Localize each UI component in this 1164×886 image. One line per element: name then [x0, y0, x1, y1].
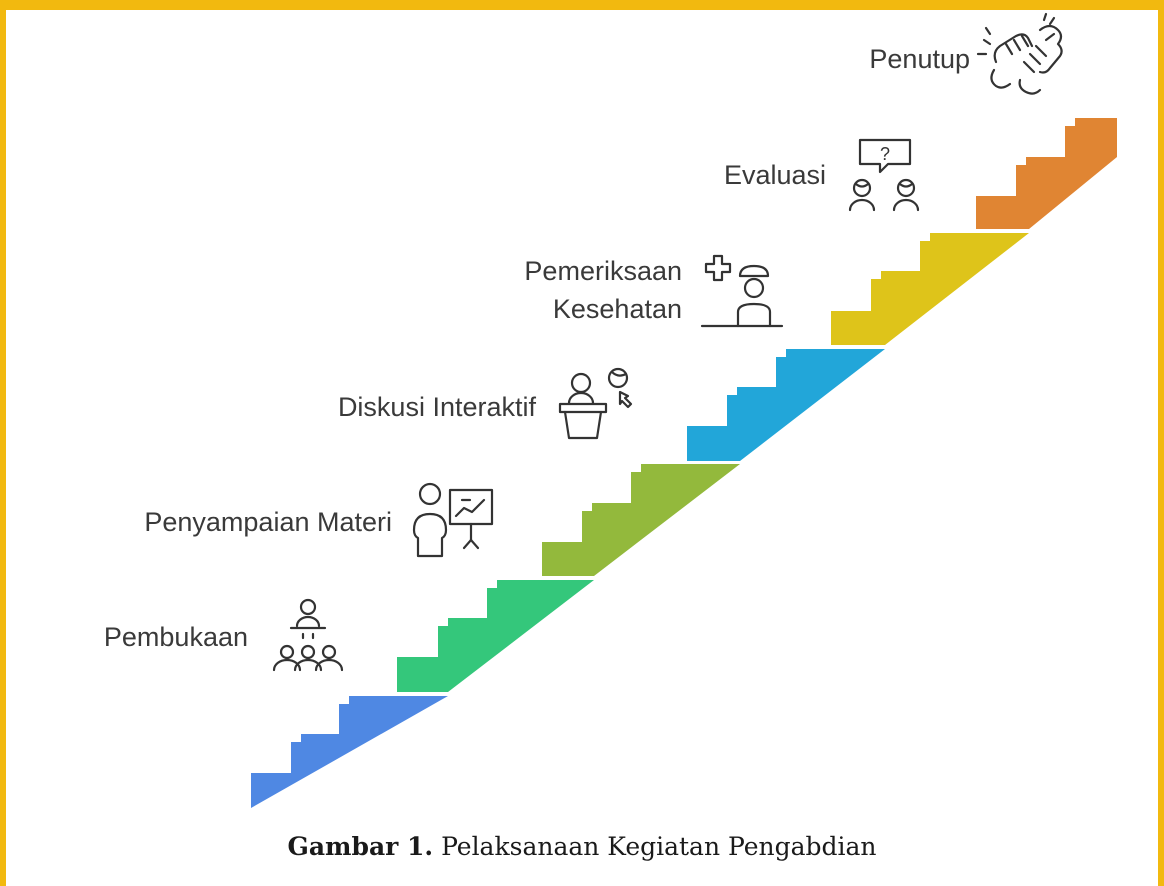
staircase — [241, 118, 1117, 808]
step-label-penutup: Penutup — [869, 44, 970, 74]
question-mark-glyph: ? — [880, 144, 890, 164]
question-people-icon: ? — [848, 138, 920, 212]
stair-segment-pembukaan — [241, 696, 448, 808]
step-label-pembukaan: Pembukaan — [104, 622, 248, 652]
handshake-icon — [976, 12, 1063, 95]
caption-bold: Gambar 1. — [287, 832, 434, 861]
stair-segment-evaluasi — [821, 233, 1029, 345]
step-label-diskusi-interaktif: Diskusi Interaktif — [338, 392, 537, 422]
podium-discussion-icon — [558, 367, 633, 440]
stair-segment-penyampaian-materi — [387, 580, 594, 692]
caption-text: Pelaksanaan Kegiatan Pengabdian — [433, 832, 877, 861]
step-label-pemeriksaan-line2: Kesehatan — [553, 294, 682, 324]
medical-checkup-icon — [700, 254, 784, 328]
figure-caption: Gambar 1. Pelaksanaan Kegiatan Pengabdia… — [0, 832, 1164, 861]
audience-speaker-icon — [272, 598, 344, 672]
step-label-penyampaian-materi: Penyampaian Materi — [144, 507, 392, 537]
step-label-pemeriksaan-line1: Pemeriksaan — [524, 256, 682, 286]
presenter-chart-icon — [412, 482, 494, 558]
step-label-evaluasi: Evaluasi — [724, 160, 826, 190]
stair-segment-diskusi-interaktif — [532, 464, 740, 576]
stair-segment-pemeriksaan-kesehatan — [677, 349, 885, 461]
stair-segment-penutup — [966, 118, 1117, 229]
